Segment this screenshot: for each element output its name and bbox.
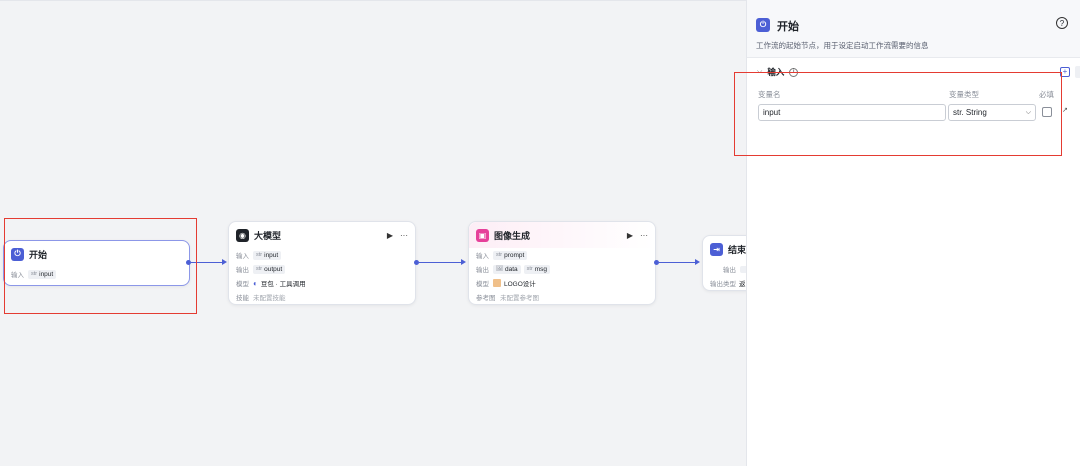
end-node-title: 结束 xyxy=(728,244,746,255)
edge-start-llm xyxy=(191,262,223,263)
end-output-type-label: 输出类型 xyxy=(710,281,736,288)
llm-model-value: 豆包 · 工具调用 xyxy=(260,281,306,288)
logo-design-icon xyxy=(493,279,501,287)
end-output-type-value: 返 xyxy=(739,281,746,288)
llm-skill-label: 技能 xyxy=(236,295,249,302)
panel-description: 工作流的起始节点，用于设定启动工作流需要的信息 xyxy=(756,41,929,50)
llm-node-icon: ◉ xyxy=(236,228,249,242)
end-node-icon: ⇥ xyxy=(710,242,723,256)
edge-arrow xyxy=(695,259,700,265)
llm-output-label: 输出 xyxy=(236,267,249,274)
chevron-down-icon: ⌵ xyxy=(1025,108,1031,116)
image-ref-value: 未配置参考图 xyxy=(500,295,539,302)
llm-skill-value: 未配置技能 xyxy=(253,295,286,302)
image-ref-label: 参考图 xyxy=(476,295,496,302)
node-config-panel: ⏻ 开始 ? 工作流的起始节点，用于设定启动工作流需要的信息 ⌵ 输入 i + … xyxy=(746,0,1080,466)
expand-icon[interactable] xyxy=(1075,66,1080,78)
image-node-icon: ▣ xyxy=(476,228,489,242)
variable-name-value: input xyxy=(763,108,781,117)
row-action-icon[interactable]: ↗ xyxy=(1062,107,1068,114)
highlight-panel-input xyxy=(734,72,1062,156)
edge-llm-image xyxy=(419,262,462,263)
end-node[interactable]: ⇥ 结束 输出 输出类型 返 xyxy=(702,235,746,291)
required-checkbox[interactable] xyxy=(1042,107,1052,117)
variable-type-select[interactable]: str. String ⌵ xyxy=(948,104,1036,121)
col-header-type: 变量类型 xyxy=(949,90,979,99)
llm-model-label: 模型 xyxy=(236,281,249,288)
start-node-icon: ⏻ xyxy=(756,18,770,32)
llm-input-label: 输入 xyxy=(236,253,249,260)
image-output-port[interactable] xyxy=(654,260,659,265)
chevron-down-icon[interactable]: ⌵ xyxy=(757,68,763,75)
play-icon[interactable]: ▶ xyxy=(626,230,633,240)
col-header-name: 变量名 xyxy=(758,90,781,99)
more-icon[interactable]: ··· xyxy=(640,230,648,240)
image-output-label: 输出 xyxy=(476,267,489,274)
llm-node-title: 大模型 xyxy=(254,230,282,241)
panel-title: 开始 xyxy=(777,21,799,33)
start-input-label: 输入 xyxy=(11,272,24,279)
edge-image-end xyxy=(659,262,696,263)
end-output-tag xyxy=(740,265,746,273)
start-node-title: 开始 xyxy=(29,249,48,260)
image-model-label: 模型 xyxy=(476,281,489,288)
image-output-tag-data: 🖼data xyxy=(493,264,521,274)
more-icon[interactable]: ··· xyxy=(400,230,408,240)
edge-arrow xyxy=(222,259,227,265)
llm-output-port[interactable] xyxy=(414,260,419,265)
image-input-label: 输入 xyxy=(476,253,489,260)
panel-header: ⏻ 开始 ? 工作流的起始节点，用于设定启动工作流需要的信息 xyxy=(747,0,1080,58)
image-type-icon: 🖼 xyxy=(496,266,503,272)
image-node-title: 图像生成 xyxy=(494,230,531,241)
variable-name-input[interactable]: input xyxy=(758,104,946,121)
variable-type-value: str. String xyxy=(953,108,987,117)
image-model-value: LOGO设计 xyxy=(504,281,536,288)
highlight-start-node xyxy=(4,218,197,314)
col-header-required: 必填 xyxy=(1039,90,1054,99)
question-circle-icon[interactable]: ? xyxy=(1056,17,1068,29)
play-icon[interactable]: ▶ xyxy=(386,230,393,240)
start-output-port[interactable] xyxy=(186,260,191,265)
doubao-logo-icon: ◐ xyxy=(253,278,258,288)
start-node-icon: ⏻ xyxy=(11,247,24,261)
edge-arrow xyxy=(461,259,466,265)
end-output-label: 输出 xyxy=(723,267,736,274)
